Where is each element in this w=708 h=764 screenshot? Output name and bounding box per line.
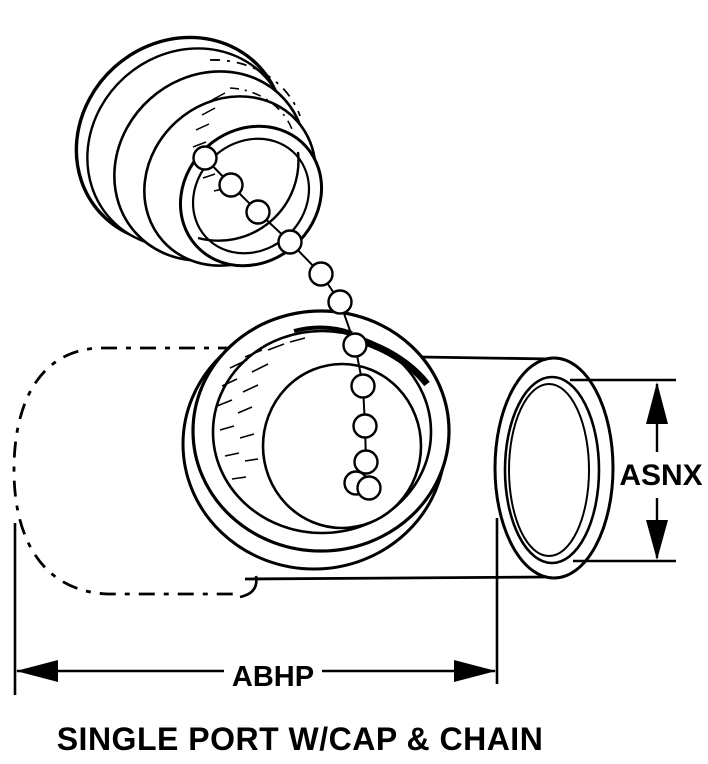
chain-bead xyxy=(277,229,303,255)
arrow-left-icon xyxy=(16,660,58,682)
body-bottom-line xyxy=(244,575,549,581)
chain-bead xyxy=(192,145,218,171)
end-ring-front-rim xyxy=(503,375,601,565)
chain-bead xyxy=(352,413,378,439)
chain-bead xyxy=(308,261,334,287)
port-bore xyxy=(261,362,423,530)
chain-beads xyxy=(192,145,382,501)
port-boss xyxy=(181,309,451,599)
arrow-up-icon xyxy=(646,382,668,424)
cap-groove-centerline xyxy=(229,87,294,133)
cap-band-centerline xyxy=(209,59,301,117)
rim-shadow-right xyxy=(358,336,430,387)
arrow-right-icon xyxy=(454,660,496,682)
abhp-dimension: ABHP xyxy=(13,518,499,695)
chain-bead xyxy=(245,199,271,225)
bead-chain xyxy=(192,145,382,501)
end-ring-inner-edge xyxy=(508,383,590,557)
chain-bead xyxy=(342,332,368,358)
chain-bead xyxy=(356,475,382,501)
chain-bead xyxy=(218,172,244,198)
abhp-label: ABHP xyxy=(232,661,314,693)
chain-bead xyxy=(327,289,353,315)
asnx-dimension: ASNX xyxy=(570,378,703,563)
body-top-line xyxy=(420,355,553,361)
chain-bead xyxy=(353,449,379,475)
arrow-down-icon xyxy=(646,520,668,560)
rim-shadow-left xyxy=(293,325,353,335)
phantom-body-outline xyxy=(12,346,240,596)
phantom-dome-path xyxy=(12,346,240,596)
diagram-title: SINGLE PORT W/CAP & CHAIN xyxy=(57,721,544,757)
port-bore-shading xyxy=(216,337,306,480)
chain-bead xyxy=(350,373,376,399)
flange-foot-curl xyxy=(239,575,258,599)
end-ring xyxy=(493,356,615,580)
cap-inner-wall-arc xyxy=(197,151,300,242)
asnx-label: ASNX xyxy=(619,459,702,492)
